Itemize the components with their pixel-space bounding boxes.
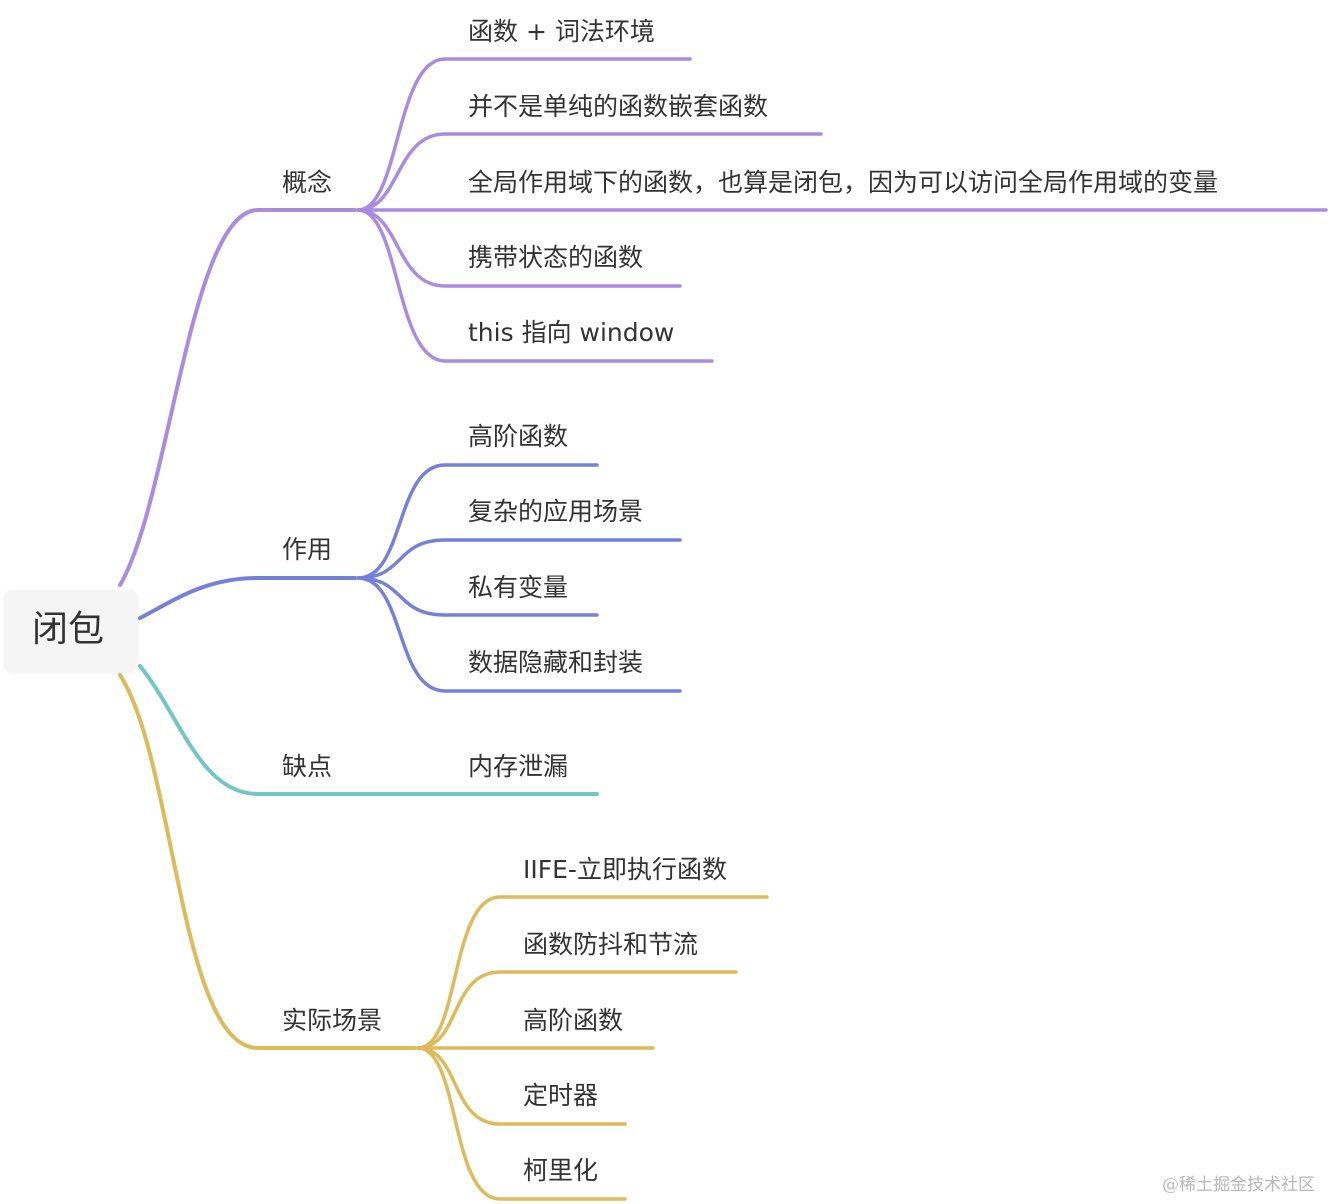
link-root-scenarios [118,673,417,1050]
link-scenarios-item-1 [416,895,769,1050]
link-concept-item-5 [356,208,714,363]
scenarios-item[interactable]: IIFE-立即执行函数 [523,855,727,884]
concept-item[interactable]: 并不是单纯的函数嵌套函数 [468,92,769,121]
link-concept-item-4 [356,208,682,288]
usage-item[interactable]: 复杂的应用场景 [468,497,644,526]
scenarios-item[interactable]: 定时器 [523,1081,599,1110]
usage-item[interactable]: 私有变量 [468,573,569,602]
concept-item[interactable]: this 指向 window [468,318,675,347]
watermark: @稀土掘金技术社区 [1162,1175,1315,1195]
link-usage-item-1 [356,463,599,580]
link-scenarios-item-5 [416,1046,627,1201]
link-concept-item-2 [356,132,823,212]
link-usage-item-4 [356,576,682,693]
branch-drawback-label[interactable]: 缺点 [282,752,333,781]
link-root-drawback [138,664,599,796]
concept-item[interactable]: 函数 + 词法环境 [468,17,655,46]
root-node[interactable] [4,590,138,672]
usage-item[interactable]: 高阶函数 [468,422,569,451]
concept-item[interactable]: 全局作用域下的函数，也算是闭包，因为可以访问全局作用域的变量 [468,168,1219,197]
link-concept-item-1 [356,57,692,212]
branch-scenarios-label[interactable]: 实际场景 [282,1006,383,1035]
link-usage-item-3 [356,576,599,617]
root-node-label: 闭包 [32,609,105,650]
drawback-item[interactable]: 内存泄漏 [468,752,569,781]
link-scenarios-item-2 [416,970,738,1050]
link-root-usage [138,576,357,620]
branch-usage-label[interactable]: 作用 [282,535,333,564]
scenarios-item[interactable]: 高阶函数 [523,1006,624,1035]
scenarios-item[interactable]: 函数防抖和节流 [523,930,699,959]
link-scenarios-item-4 [416,1046,627,1126]
scenarios-item[interactable]: 柯里化 [523,1156,599,1185]
link-usage-item-2 [356,538,682,580]
link-root-concept [118,208,357,587]
branch-concept-label[interactable]: 概念 [282,168,333,197]
concept-item[interactable]: 携带状态的函数 [468,243,644,272]
usage-item[interactable]: 数据隐藏和封装 [468,648,644,677]
